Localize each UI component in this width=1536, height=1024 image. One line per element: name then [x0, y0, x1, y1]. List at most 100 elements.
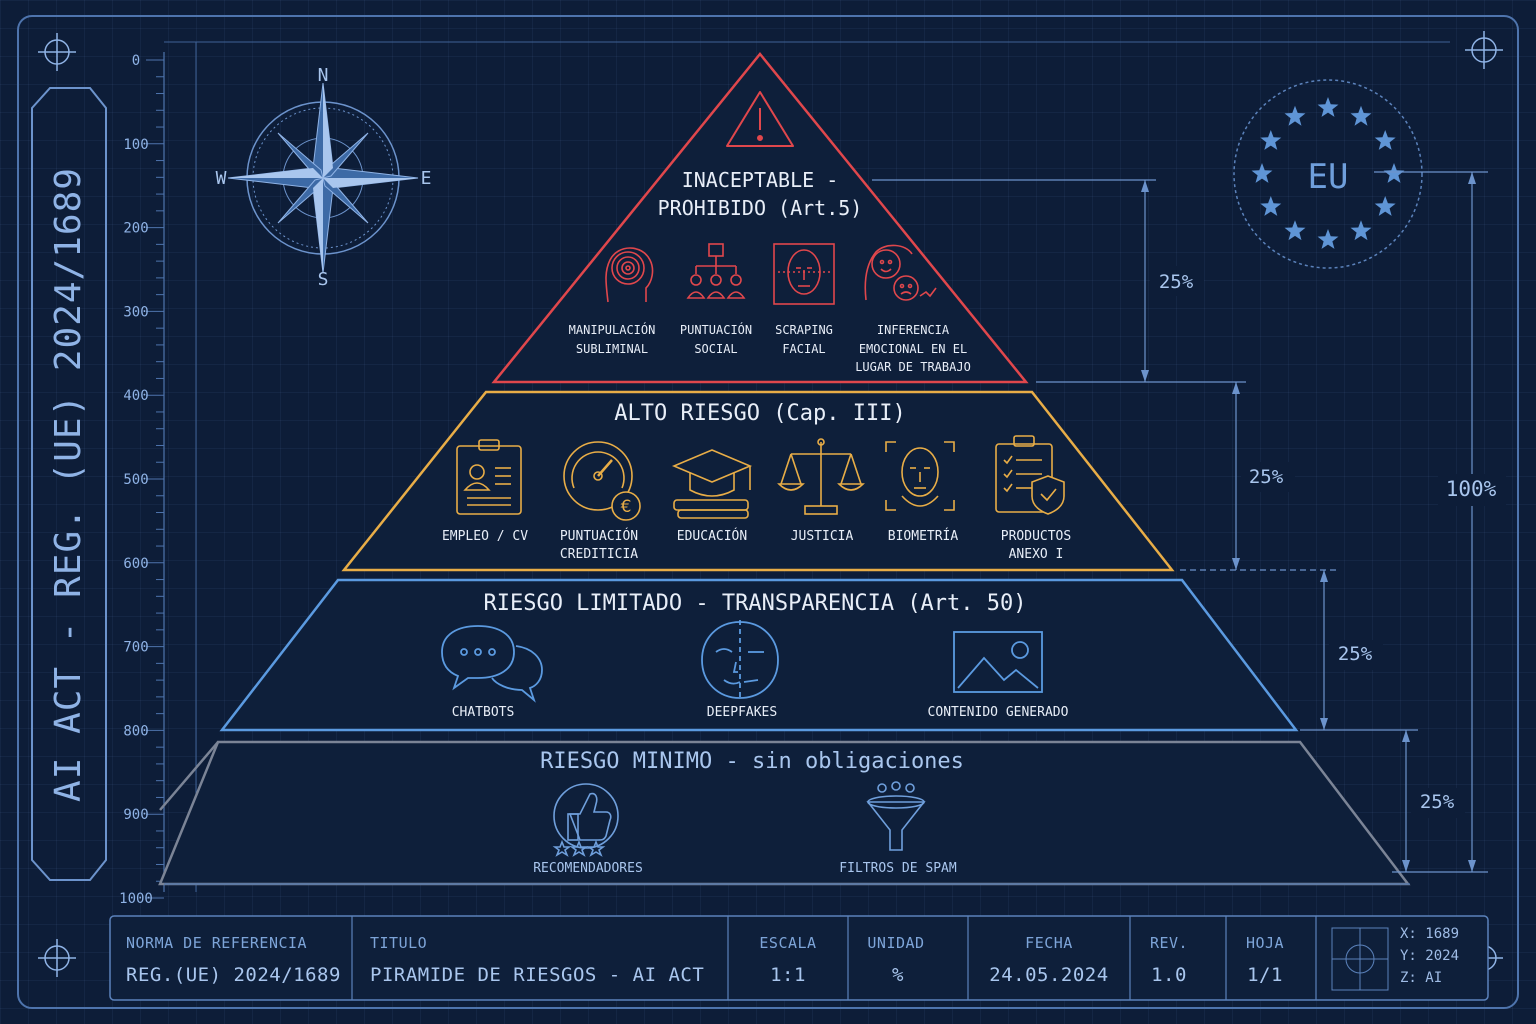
- tb-coord-x: X: 1689: [1400, 926, 1460, 942]
- dim-tier2-label: 25%: [1249, 466, 1284, 488]
- unacc-item-3-line1: SCRAPING: [775, 323, 833, 337]
- chat-bubbles-icon: [441, 625, 543, 703]
- tb-unidad-head: UNIDAD: [867, 934, 925, 952]
- dim-tier3-label: 25%: [1338, 643, 1373, 665]
- crosshair-icon-tr: [1465, 31, 1503, 69]
- ruler-label: 0: [132, 53, 140, 69]
- side-title: AI ACT - REG. (UE) 2024/1689: [32, 88, 104, 880]
- unacc-item-1-line1: MANIPULACIÓN: [569, 322, 656, 337]
- eu-badge-label: EU: [1308, 157, 1349, 197]
- high-item-2-line2: CREDITICIA: [560, 547, 638, 562]
- tb-fecha-head: FECHA: [1025, 934, 1073, 952]
- cv-document-icon: [456, 439, 522, 515]
- org-chart-icon: [686, 243, 746, 299]
- high-item-6-line2: ANEXO I: [1009, 547, 1064, 562]
- ruler-label: 300: [123, 304, 148, 320]
- tier-unacceptable-shape: [491, 52, 1029, 384]
- tb-norma-val: REG.(UE) 2024/1689: [126, 964, 341, 986]
- credit-gauge-icon: €: [563, 441, 641, 521]
- tier-unacceptable-title-1: INACEPTABLE -: [682, 168, 839, 192]
- compass-s-label: S: [318, 269, 329, 290]
- dim-tier4-label: 25%: [1420, 791, 1455, 813]
- split-face-icon: [701, 620, 779, 700]
- unacc-item-4-line3: LUGAR DE TRABAJO: [855, 360, 971, 374]
- eu-star: [1383, 163, 1405, 183]
- tb-escala-head: ESCALA: [759, 934, 817, 952]
- eu-star: [1251, 163, 1273, 183]
- eu-star: [1317, 229, 1339, 249]
- target-head-icon: [605, 247, 654, 303]
- outer-frame: [17, 15, 1519, 1009]
- dimension-lines: [872, 171, 1488, 873]
- face-scan-icon: [773, 243, 835, 305]
- side-title-text: AI ACT - REG. (UE) 2024/1689: [47, 166, 89, 802]
- dim-label-bg-1: [1150, 266, 1204, 296]
- unacc-item-3-line2: FACIAL: [782, 342, 825, 356]
- ruler-label: 400: [123, 388, 148, 404]
- high-item-5-line1: BIOMETRÍA: [888, 528, 959, 544]
- tb-coord-y: Y: 2024: [1400, 948, 1460, 964]
- tb-fecha-val: 24.05.2024: [989, 964, 1109, 986]
- ruler-label: 200: [123, 221, 148, 237]
- ruler-label: 600: [123, 556, 148, 572]
- limited-item-1-label: CHATBOTS: [452, 705, 515, 720]
- dim-total-label: 100%: [1446, 477, 1497, 501]
- limited-item-2-label: DEEPFAKES: [707, 705, 777, 720]
- unacc-item-4-line2: EMOCIONAL EN EL: [859, 342, 967, 356]
- emotion-inference-icon: [864, 244, 937, 301]
- side-title-frame: [31, 87, 107, 881]
- eu-star: [1374, 130, 1396, 150]
- ruler-label: 1000: [119, 891, 153, 907]
- tb-titulo-head: TITULO: [370, 934, 428, 952]
- thumbs-up-stars-icon: [552, 783, 619, 857]
- eu-star: [1374, 196, 1396, 216]
- unacc-item-1-line2: SUBLIMINAL: [576, 342, 648, 356]
- tb-escala-val: 1:1: [770, 964, 806, 986]
- high-item-2-line1: PUNTUACIÓN: [560, 528, 638, 544]
- dim-tier1-label: 25%: [1159, 271, 1194, 293]
- tb-titulo-val: PIRAMIDE DE RIESGOS - AI ACT: [370, 964, 705, 986]
- unacc-item-4-line1: INFERENCIA: [877, 323, 950, 337]
- tb-rev-head: REV.: [1149, 934, 1189, 952]
- unacc-item-2-line2: SOCIAL: [694, 342, 737, 356]
- ruler-ticks: [146, 59, 164, 899]
- scales-icon: [777, 438, 865, 515]
- title-block-dividers: [351, 916, 1317, 1000]
- high-item-6-line1: PRODUCTOS: [1001, 529, 1071, 544]
- minimal-item-2-label: FILTROS DE SPAM: [839, 861, 957, 876]
- ruler-label: 800: [123, 723, 148, 739]
- image-icon: [953, 631, 1043, 693]
- svg-text:€: €: [621, 497, 632, 517]
- tb-coord-z: Z: AI: [1400, 970, 1443, 986]
- compass-rose-icon: [227, 82, 419, 274]
- high-item-3-line1: EDUCACIÓN: [677, 528, 747, 544]
- high-item-1-line1: EMPLEO / CV: [442, 529, 528, 544]
- tier-minimal-edge: [159, 741, 219, 811]
- tier-high-shape: [341, 390, 1175, 572]
- tb-unidad-val: %: [892, 964, 904, 986]
- eu-star: [1317, 97, 1339, 117]
- ruler-label: 900: [123, 807, 148, 823]
- tier-high-title: ALTO RIESGO (Cap. III): [614, 401, 905, 426]
- tier-minimal-title: RIESGO MINIMO - sin obligaciones: [540, 749, 964, 774]
- high-item-4-line1: JUSTICIA: [791, 529, 854, 544]
- eu-star: [1260, 130, 1282, 150]
- tb-hoja-head: HOJA: [1245, 934, 1285, 952]
- compass-e-label: E: [421, 168, 432, 189]
- eu-star: [1284, 105, 1306, 126]
- dimension-arrows: [1141, 172, 1476, 872]
- unacc-item-2-line1: PUNTUACIÓN: [680, 322, 752, 337]
- tier-limited-title: RIESGO LIMITADO - TRANSPARENCIA (Art. 50…: [483, 591, 1026, 616]
- tb-hoja-val: 1/1: [1247, 964, 1283, 986]
- clipboard-shield-icon: [995, 435, 1065, 515]
- graduation-cap-icon: [671, 449, 753, 519]
- dim-label-bg-3: [1329, 640, 1383, 670]
- compass-w-label: W: [216, 168, 227, 189]
- tier-unacceptable-title-2: PROHIBIDO (Art.5): [658, 196, 863, 220]
- ruler-label: 100: [123, 137, 148, 153]
- biometric-face-icon: [885, 441, 955, 511]
- dim-label-bg-total: [1438, 474, 1506, 506]
- tb-norma-head: NORMA DE REFERENCIA: [126, 934, 308, 952]
